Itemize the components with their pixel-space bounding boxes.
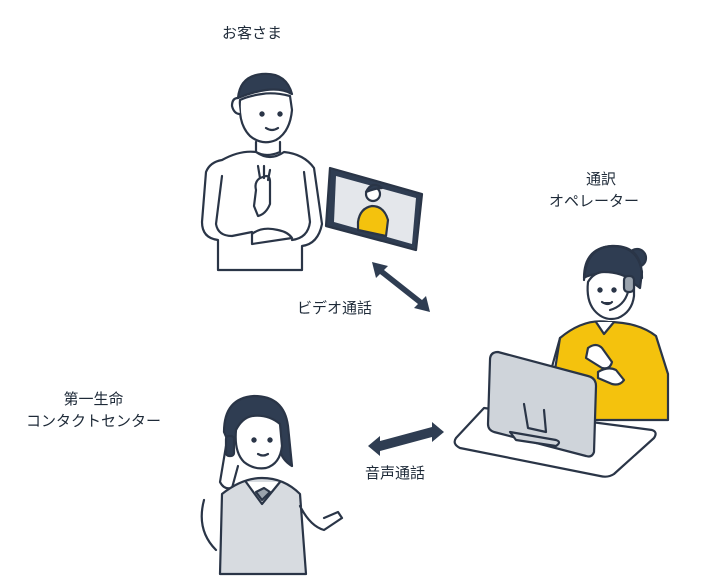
contact-center-figure [200,394,344,576]
desk-monitor [453,350,657,478]
video-call-arrow [372,262,430,312]
customer-figure [200,72,324,272]
tablet-device [324,166,424,252]
interpreter-operator-label: 通訳 オペレーター [549,168,639,212]
voice-call-arrow [368,422,444,456]
customer-label: お客さま [222,24,283,42]
voice-call-label: 音声通話 [365,464,426,482]
interpreter-label-line1: 通訳 [586,170,617,188]
video-call-label: ビデオ通話 [297,299,373,317]
contact-center-label: 第一生命 コンタクトセンター [26,388,161,432]
interpreter-label-line2: オペレーター [549,192,640,210]
center-label-line2: コンタクトセンター [26,412,162,430]
center-label-line1: 第一生命 [63,390,124,408]
